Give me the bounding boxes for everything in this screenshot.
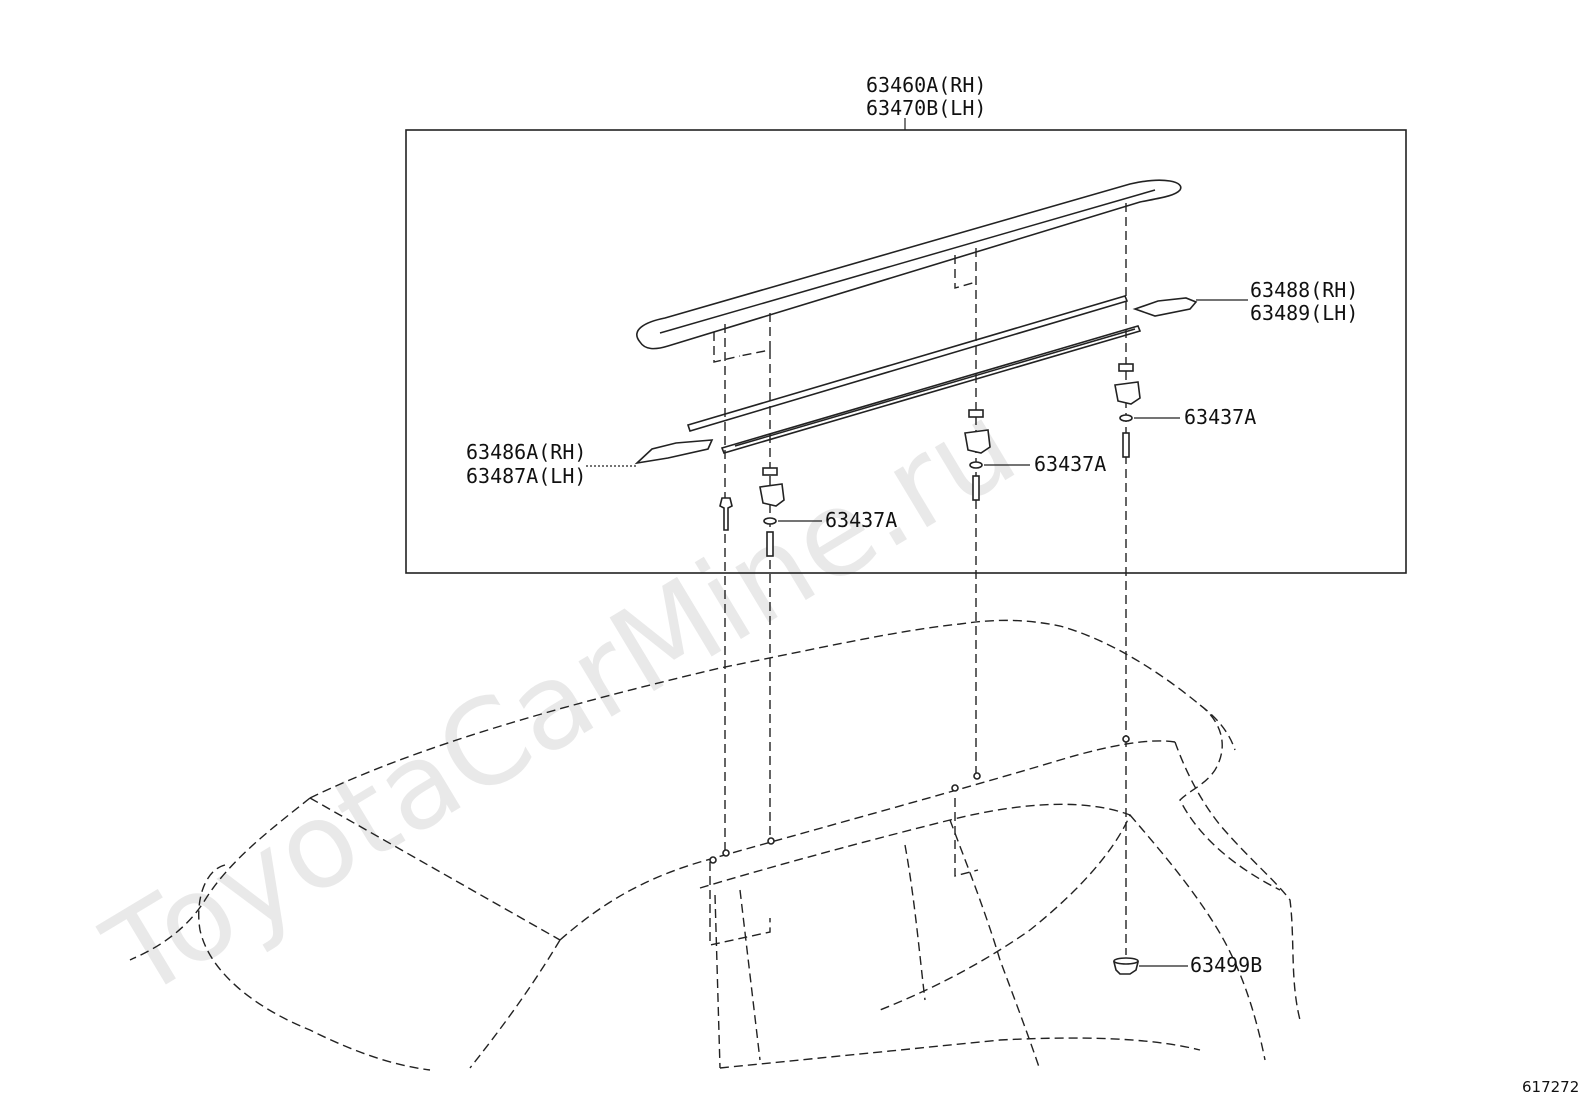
cover-strip-groove	[734, 328, 1136, 447]
clip-1	[762, 467, 778, 476]
lower-sill	[719, 1037, 1201, 1069]
rail-cover-strips	[686, 295, 1142, 454]
door-frame-mid	[714, 894, 721, 1069]
hole-2	[722, 849, 730, 857]
callout-roof-rail[interactable]: 63460A(RH) 63470B(LH)	[866, 73, 986, 130]
roof-rail-edge	[659, 189, 1156, 334]
roof-front-edge	[309, 797, 561, 941]
pin-front	[719, 497, 733, 531]
front-pillar	[198, 864, 431, 1071]
label-end-front-lh: 63487A(LH)	[466, 464, 586, 488]
plug-top	[1113, 957, 1139, 965]
assembly-frame	[405, 129, 1407, 574]
bracket-2	[964, 429, 991, 454]
stud-2	[972, 475, 980, 501]
washer-3	[1119, 414, 1133, 422]
roof-top-edge	[309, 619, 1236, 799]
stud-set-2[interactable]: 63437A	[964, 409, 1106, 501]
label-rail-lh: 63470B(LH)	[866, 96, 986, 120]
pillar-line-1	[739, 889, 761, 1061]
door-frame-front	[469, 939, 561, 1069]
plug-part[interactable]: 63499B	[1112, 953, 1262, 977]
spoiler	[1179, 704, 1281, 891]
label-rail-rh: 63460A(RH)	[866, 73, 986, 97]
rail-base-mid	[954, 798, 979, 877]
washer-1	[763, 517, 777, 525]
rear-end-cover-shape	[1132, 297, 1198, 317]
bracket-1	[759, 483, 785, 507]
guide-5	[954, 255, 977, 289]
washer-2	[969, 461, 983, 469]
hole-5	[973, 772, 981, 780]
stud-3	[1122, 432, 1130, 458]
label-stud-1: 63437A	[825, 508, 897, 532]
front-end-cover[interactable]: 63486A(RH) 63487A(LH)	[466, 439, 714, 488]
hole-6	[1122, 735, 1130, 743]
label-end-front-rh: 63486A(RH)	[466, 440, 586, 464]
label-stud-2: 63437A	[1034, 452, 1106, 476]
rail-base-front	[709, 862, 771, 946]
roof-mount-holes	[709, 735, 1130, 864]
rear-pillar	[1174, 741, 1301, 1021]
hole-4	[951, 784, 959, 792]
window-line	[699, 803, 1131, 1011]
label-plug: 63499B	[1190, 953, 1262, 977]
bracket-3	[1114, 381, 1141, 405]
label-stud-3: 63437A	[1184, 405, 1256, 429]
guide-1	[713, 332, 741, 363]
clip-3	[1118, 363, 1134, 372]
b-pillar	[949, 819, 1041, 1071]
clip-2	[968, 409, 984, 418]
rear-end-cover[interactable]: 63488(RH) 63489(LH)	[1132, 278, 1358, 325]
hole-3	[767, 837, 775, 845]
roof-rail[interactable]	[636, 179, 1182, 350]
label-end-rear-rh: 63488(RH)	[1250, 278, 1358, 302]
hole-1	[709, 856, 717, 864]
label-end-rear-lh: 63489(LH)	[1250, 301, 1358, 325]
stud-set-1[interactable]: 63437A	[719, 467, 897, 557]
vehicle-body-outline	[129, 619, 1301, 1071]
rear-quarter	[1129, 814, 1266, 1061]
pillar-line-2	[904, 844, 926, 1001]
guide-lines	[713, 203, 1127, 955]
figure-id: 617272	[1522, 1078, 1579, 1096]
roof-side-edge	[559, 740, 1176, 941]
front-end-cover-shape	[634, 439, 714, 465]
cover-strip-upper	[686, 295, 1129, 432]
stud-1	[766, 531, 774, 557]
stud-set-3[interactable]: 63437A	[1114, 363, 1256, 458]
windshield-edge	[129, 797, 311, 961]
